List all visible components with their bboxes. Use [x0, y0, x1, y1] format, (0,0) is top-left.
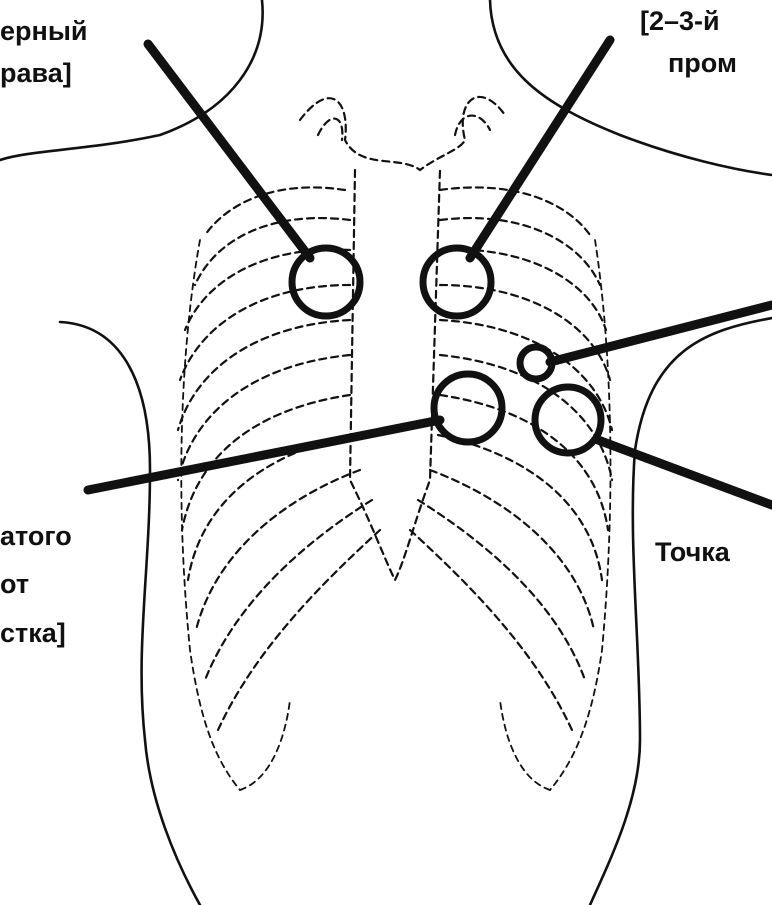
point-aortic: [292, 248, 360, 316]
label-top-left-line2: рава]: [0, 58, 72, 88]
label-top-left-line1: ерный: [0, 16, 87, 46]
label-bottom-left-line3: стка]: [0, 618, 66, 648]
label-top-right-line1: [2–3-й: [640, 6, 720, 36]
label-top-right-line2: пром: [668, 48, 737, 78]
auscultation-points: [292, 248, 601, 453]
point-apex: [535, 387, 601, 453]
pointer-line-aortic: [148, 44, 310, 258]
pointer-line-pulmonary: [470, 40, 610, 258]
label-bottom-right: Точка: [655, 537, 731, 567]
label-bottom-left-line2: от: [0, 569, 29, 599]
label-bottom-left-line1: атого: [0, 521, 72, 551]
pointer-lines: [88, 40, 772, 505]
pointer-line-erb: [550, 305, 772, 362]
pointer-line-tricuspid: [88, 420, 440, 490]
pointer-line-apex: [598, 440, 772, 505]
point-pulmonary: [423, 248, 491, 316]
